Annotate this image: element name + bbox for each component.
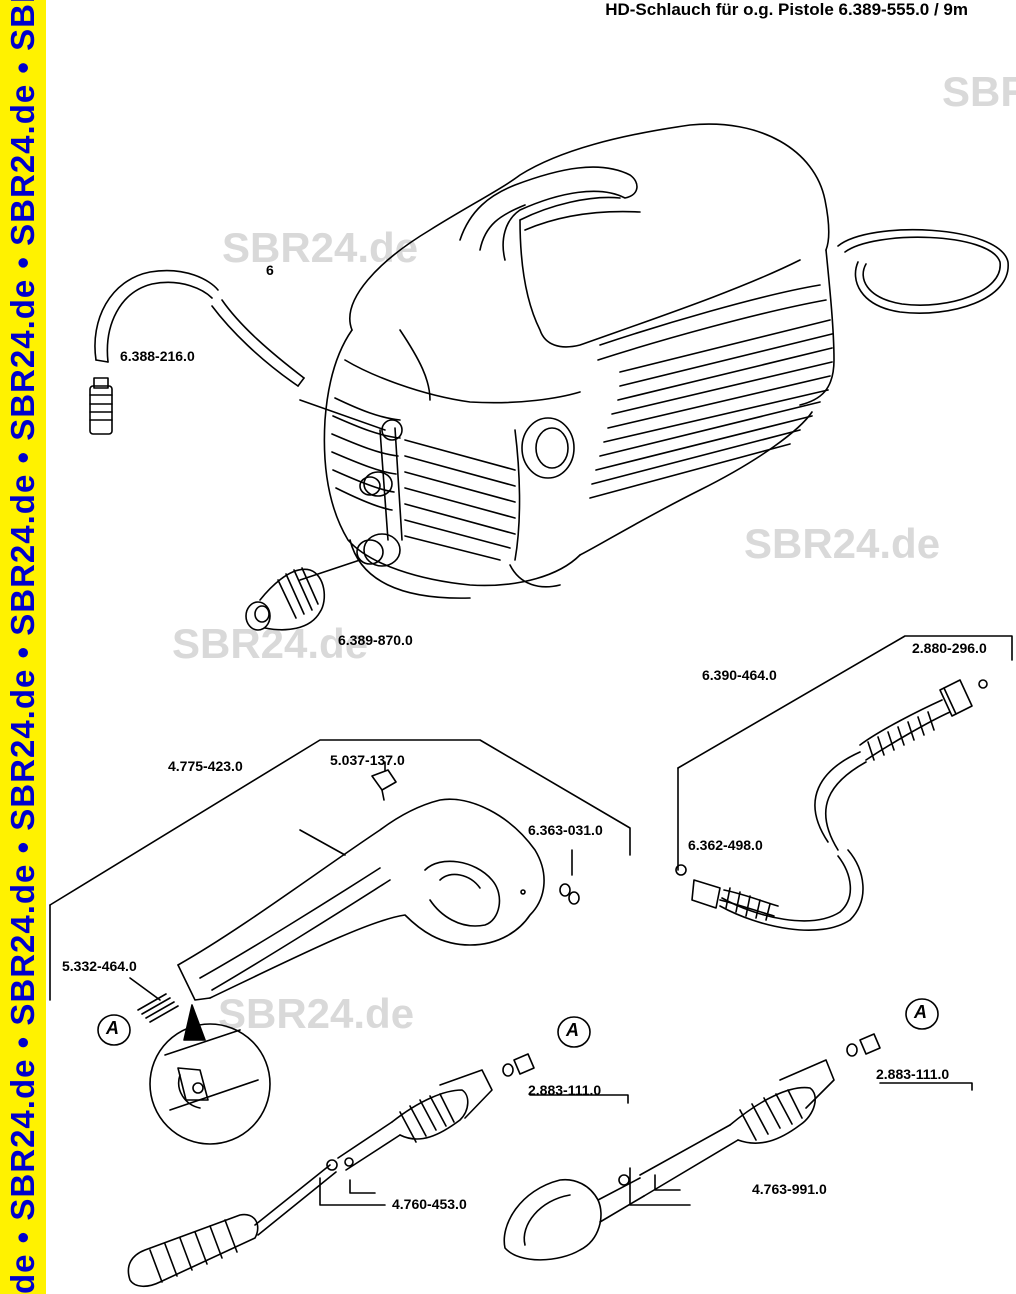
part-label: 2.883-111.0 (876, 1066, 950, 1082)
watermark: SBR24.de (218, 990, 415, 1037)
part-label: 6.363-031.0 (528, 822, 603, 838)
part-label: 4.775-423.0 (168, 758, 243, 774)
part-label: 4.763-991.0 (752, 1181, 827, 1197)
watermark: SBR24.de (172, 620, 369, 667)
hose-coupling-drawing (245, 567, 326, 631)
lance-2-drawing (503, 1033, 973, 1261)
page-title: HD-Schlauch für o.g. Pistole 6.389-555.0… (605, 0, 968, 19)
callout-a-marker (97, 1014, 131, 1046)
watermark: SBR (942, 68, 1016, 115)
callout-a-marker (905, 998, 939, 1030)
part-label: 2.880-296.0 (912, 640, 987, 656)
part-label: 2.883-111.0 (528, 1082, 602, 1098)
part-label: 5.037-137.0 (330, 752, 405, 768)
callout-a-label: A (914, 1002, 927, 1022)
part-label: 6.390-464.0 (702, 667, 777, 683)
lance-1-drawing (127, 1053, 629, 1288)
callout-a-label: A (106, 1018, 119, 1038)
part-label: 6.389-870.0 (338, 632, 413, 648)
watermark: SBR24.de (744, 520, 941, 567)
part-label: 4.760-453.0 (392, 1196, 467, 1212)
pressure-washer-body (299, 123, 1009, 599)
trigger-gun-drawing (49, 739, 631, 1145)
callout-a-marker (557, 1016, 591, 1048)
sidebar-watermark-strip: de • SBR24.de • SBR24.de • SBR24.de • SB… (0, 0, 46, 1294)
part-label: 5.332-464.0 (62, 958, 137, 974)
callout-a-label: A (566, 1020, 579, 1040)
part-label: 6.362-498.0 (688, 837, 763, 853)
part-label: 6.388-216.0 (120, 348, 195, 364)
suction-hose-drawing (89, 269, 305, 435)
hp-hose-drawing (675, 635, 1013, 931)
watermark: SBR24.de (222, 224, 419, 271)
item-number: 6 (266, 262, 274, 278)
